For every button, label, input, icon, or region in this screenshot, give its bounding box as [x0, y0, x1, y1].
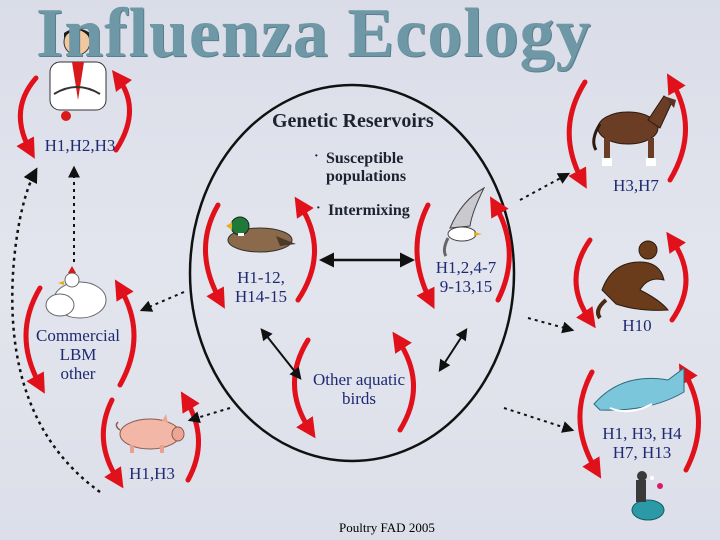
cycle-arrows-duck	[203, 196, 317, 309]
reservoir-to-poultry-arrow	[139, 291, 185, 312]
duck-subtypes-label: H1-12, H14-15	[226, 268, 296, 306]
cycle-arrows-whale	[577, 363, 701, 479]
reservoir-to-whale-arrow	[503, 407, 575, 433]
bullet-susceptible: · Susceptible populations	[314, 149, 407, 186]
whale-subtypes-line: H7, H13	[612, 443, 672, 462]
reservoir-to-mink-arrow	[527, 317, 575, 334]
pig-icon	[115, 414, 185, 453]
bullet-line: Intermixing	[328, 202, 410, 219]
poultry-line: LBM	[59, 345, 97, 364]
whale-subtypes-line: H1, H3, H4	[602, 424, 682, 443]
poultry-line: other	[60, 364, 96, 383]
bullet-line: populations	[326, 168, 407, 185]
bullet-dot: ·	[316, 201, 321, 216]
seabird-subtypes-line: H1,2,4-7	[435, 258, 497, 277]
mink-icon	[596, 240, 669, 320]
horse-subtypes-label: H3,H7	[613, 176, 659, 195]
whale-subtypes-label: H1, H3, H4 H7, H13	[596, 424, 688, 462]
human-subtypes-label: H1,H2,H3	[44, 136, 116, 155]
cycle-arrows-other-birds	[292, 331, 416, 439]
pig-subtypes-label: H1,H3	[129, 464, 175, 483]
reservoir-ellipse	[188, 83, 516, 463]
mink-subtypes-label: H10	[622, 316, 652, 335]
pig-to-human-arrow	[11, 167, 101, 494]
chicken-icon	[45, 266, 107, 319]
duck-subtypes-line: H1-12,	[237, 268, 285, 287]
cycle-arrows-mink	[573, 231, 689, 329]
cycle-arrows-horse	[566, 73, 688, 189]
poultry-label: Commercial LBM other	[30, 326, 126, 383]
reservoir-to-pig-arrow	[187, 407, 231, 423]
cycle-arrows-poultry	[23, 279, 137, 394]
page-title: Influenza Ecology	[36, 0, 592, 72]
bullet-dot: ·	[314, 149, 319, 164]
footer-credit: Poultry FAD 2005	[339, 520, 435, 535]
cycle-arrows-seabird	[414, 196, 512, 309]
cycle-arrows-pig	[100, 391, 201, 489]
seagull-icon	[442, 186, 486, 257]
poultry-line: Commercial	[35, 326, 121, 345]
other-birds-line: birds	[342, 389, 376, 408]
bullet-line: Susceptible	[326, 150, 404, 167]
other-birds-line: Other aquatic	[312, 370, 406, 389]
horse-icon	[592, 95, 676, 166]
reservoir-title: Genetic Reservoirs	[272, 110, 434, 132]
mallard-duck-icon	[226, 216, 296, 253]
seal-icon	[631, 471, 665, 521]
other-birds-label: Other aquatic birds	[304, 370, 414, 408]
seabird-subtypes-label: H1,2,4-7 9-13,15	[428, 258, 504, 296]
duck-otherbirds-arrow	[260, 328, 302, 380]
seabird-subtypes-line: 9-13,15	[439, 277, 493, 296]
seabird-otherbirds-arrow	[438, 327, 468, 373]
reservoir-to-horse-arrow	[519, 172, 571, 201]
whale-icon	[593, 367, 685, 413]
businessman-icon	[49, 28, 107, 121]
duck-subtypes-line: H14-15	[235, 287, 287, 306]
bullet-intermixing: · Intermixing	[316, 201, 410, 220]
cycle-arrows-human	[16, 69, 132, 159]
